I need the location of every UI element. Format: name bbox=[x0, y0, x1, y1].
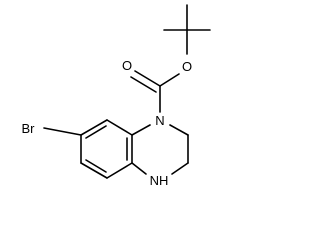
atom-label-ring-nitrogen: N bbox=[155, 113, 164, 128]
bond-n-to-aromatic bbox=[131, 124, 151, 136]
chemical-structure: O O Br N NH bbox=[22, 4, 211, 188]
bond-nh-to-aromatic bbox=[131, 162, 147, 175]
bond-carbonyl-double-2 bbox=[130, 76, 157, 93]
atom-label-ester-oxygen: O bbox=[182, 59, 192, 74]
bond-benzene-c8-c8a bbox=[106, 119, 133, 136]
atom-label-bromine: Br bbox=[22, 121, 36, 136]
bond-benzene-c7-c8 bbox=[80, 119, 108, 136]
atom-label-carbonyl-oxygen: O bbox=[122, 58, 132, 73]
bond-benzene-c5-c6-inner bbox=[85, 159, 107, 173]
atom-label-ring-nh: NH bbox=[150, 173, 169, 188]
bond-benzene-c5-c6 bbox=[80, 162, 108, 179]
bond-benzene-c4a-c5 bbox=[106, 162, 133, 179]
bond-n-to-ch2-upper bbox=[169, 124, 189, 136]
structure-canvas: O O Br N NH bbox=[22, 4, 211, 188]
bond-oxygen-to-carbonyl bbox=[159, 73, 180, 87]
bond-ch2-to-nh bbox=[171, 162, 189, 175]
bond-carbon-to-bromine bbox=[43, 127, 82, 136]
bond-benzene-c7-c8-inner bbox=[85, 125, 107, 139]
bond-carbonyl-double-1 bbox=[134, 70, 161, 87]
